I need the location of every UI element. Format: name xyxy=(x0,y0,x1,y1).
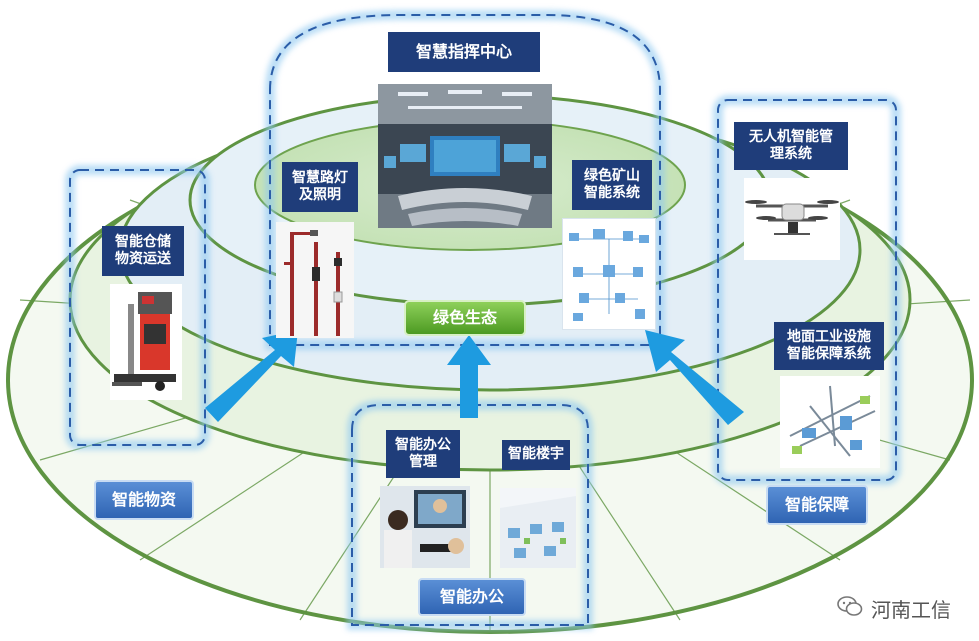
street-lights-label: 智慧路灯 及照明 xyxy=(282,162,358,212)
facility-photo xyxy=(780,376,880,468)
arrow-center xyxy=(447,335,491,418)
watermark: 河南工信 xyxy=(837,594,951,623)
arrows xyxy=(205,330,744,425)
green-mine-label: 绿色矿山 智能系统 xyxy=(572,160,652,210)
category-office: 智能办公 xyxy=(418,578,526,616)
building-interior-photo xyxy=(500,488,576,568)
building-label: 智能楼宇 xyxy=(502,440,570,470)
dashed-groups xyxy=(65,10,901,630)
arrow-left xyxy=(205,330,298,422)
street-lights-photo xyxy=(276,222,354,338)
arrow-right xyxy=(645,330,744,425)
office-mgmt-label: 智能办公 管理 xyxy=(386,430,460,478)
category-support: 智能保障 xyxy=(766,485,868,525)
control-room-photo xyxy=(378,84,552,228)
forklift-photo xyxy=(110,284,182,400)
category-materials: 智能物资 xyxy=(94,480,194,520)
mine-system-photo xyxy=(562,218,656,330)
office-meeting-photo xyxy=(380,486,470,568)
green-ecology-label: 绿色生态 xyxy=(404,300,526,336)
drone-photo xyxy=(744,178,840,260)
warehouse-label: 智能仓储 物资运送 xyxy=(102,226,184,276)
command-center-label: 智慧指挥中心 xyxy=(388,32,540,72)
wechat-icon xyxy=(837,595,863,622)
drone-label: 无人机智能管 理系统 xyxy=(734,122,848,170)
watermark-text: 河南工信 xyxy=(871,598,951,622)
ground-facility-label: 地面工业设施 智能保障系统 xyxy=(774,322,884,370)
